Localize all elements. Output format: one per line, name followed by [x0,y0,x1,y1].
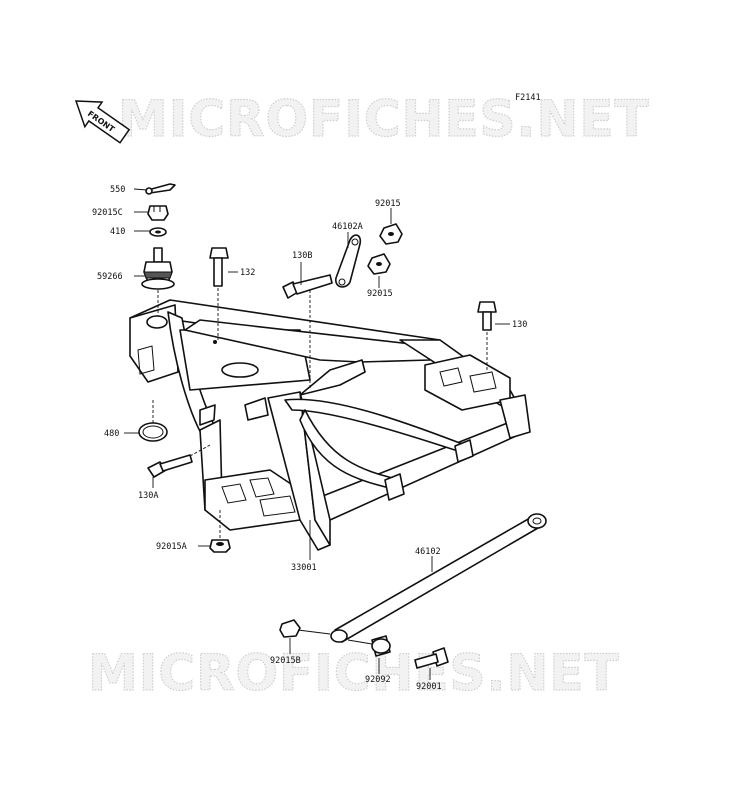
nut-92015-upper [379,223,403,245]
label-480: 480 [104,429,119,439]
label-46102A: 46102A [332,222,363,232]
collar-92092 [371,635,391,657]
nut-92015-lower [367,253,391,275]
label-130B: 130B [292,251,312,261]
part-labels: 550 92015C 410 59266 480 130A 92015A 132… [92,185,527,692]
label-130A: 130A [138,491,158,501]
bolt-92001 [414,647,449,669]
watermark-bottom: MICROFICHES.NET [88,644,620,702]
label-59266: 59266 [97,272,123,282]
label-92015C: 92015C [92,208,123,218]
nut-92015A [209,539,231,553]
subframe-33001 [129,299,531,551]
castle-nut-92015C [147,205,169,221]
bolt-130 [477,301,497,331]
label-130: 130 [512,320,527,330]
label-92015B: 92015B [270,656,301,666]
bolt-130B [282,274,333,299]
label-92015-lower: 92015 [367,289,393,299]
figure-code: F2141 [515,93,541,103]
label-550: 550 [110,185,125,195]
rubber-mount-59266 [141,247,175,290]
ring-480 [138,422,168,442]
label-33001: 33001 [291,563,317,573]
label-46102: 46102 [415,547,441,557]
label-410: 410 [110,227,125,237]
leader-lines [124,188,510,680]
label-132: 132 [240,268,255,278]
tie-rod-46102 [330,513,547,643]
label-92015-upper: 92015 [375,199,401,209]
cotter-pin-550 [145,183,176,195]
label-92092: 92092 [365,675,391,685]
watermark-top: MICROFICHES.NET [118,90,650,148]
bolt-132 [209,247,229,287]
nut-92015B [279,619,301,638]
label-92015A: 92015A [156,542,187,552]
washer-hole-icon [155,230,161,234]
link-plate-46102A [335,234,362,288]
bolt-130A [147,454,193,478]
label-92001: 92001 [416,682,442,692]
